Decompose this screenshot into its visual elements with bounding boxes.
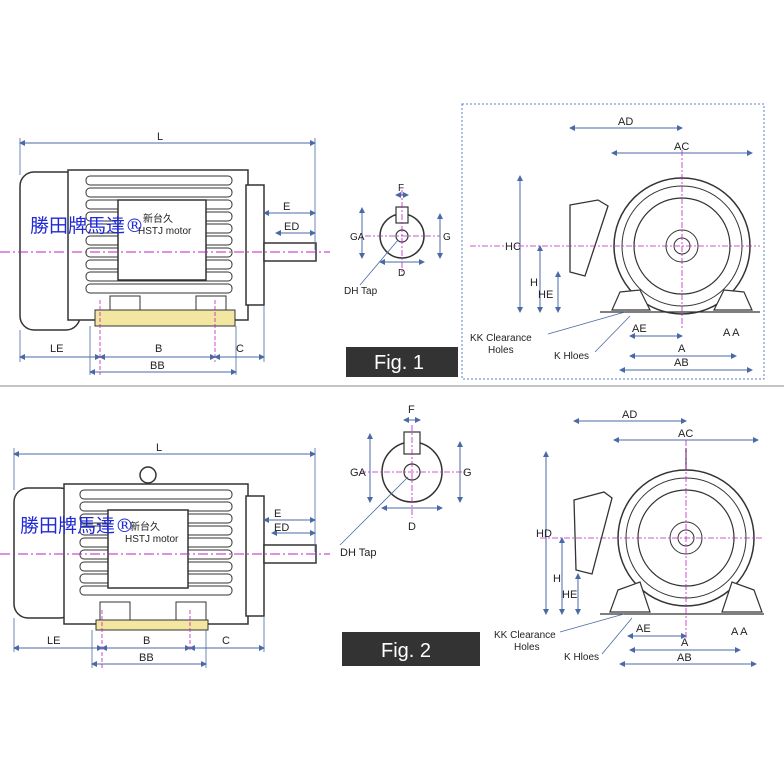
front-flange [245, 184, 265, 306]
callout-k-holes: K Hloes [554, 351, 589, 362]
terminal-box [573, 491, 613, 575]
dim-c: C [222, 635, 230, 647]
nameplate-line1: 新台久 [143, 212, 173, 225]
dim-le: LE [47, 635, 60, 647]
dim-a: A [681, 637, 689, 649]
dim-ed: ED [284, 221, 299, 233]
fig2-caption: Fig. 2 [381, 640, 431, 662]
dim-aa: A A [723, 327, 740, 339]
dim-f: F [408, 404, 415, 416]
terminal-box [569, 199, 609, 277]
dim-d: D [398, 268, 405, 279]
fig2-side-view: 新台久 HSTJ motor L E ED LE B [0, 442, 330, 668]
dim-e: E [283, 201, 290, 213]
fig2-caption-box [342, 632, 480, 666]
dim-ed: ED [274, 522, 289, 534]
fig1-end-view: AD AC HC H HE AE A A A AB KK Clearance H… [461, 103, 765, 380]
nameplate-line1: 新台久 [130, 520, 160, 533]
dim-g: G [463, 467, 472, 479]
dim-ac: AC [678, 428, 693, 440]
lifting-eye [139, 466, 157, 484]
dim-he: HE [562, 589, 577, 601]
callout-kk-line1: KK Clearance [494, 630, 556, 641]
dim-aa: A A [731, 626, 748, 638]
dim-ad: AD [618, 116, 633, 128]
dim-bb: BB [139, 652, 154, 664]
dim-ad: AD [622, 409, 637, 421]
callout-kk-line2: Holes [488, 345, 514, 356]
dim-hc: HC [505, 241, 521, 253]
nameplate-line2: HSTJ motor [138, 226, 192, 237]
dim-dh-tap: DH Tap [340, 547, 376, 559]
fig1-caption: Fig. 1 [374, 352, 424, 374]
dim-l: L [157, 131, 163, 143]
dim-a: A [678, 343, 686, 355]
figure-2: 新台久 HSTJ motor L E ED LE B [0, 404, 764, 668]
callout-kk-line1: KK Clearance [470, 333, 532, 344]
selection-frame [461, 103, 765, 380]
nameplate [117, 199, 207, 281]
dim-ab: AB [674, 357, 689, 369]
fig2-end-view: AD AC HD H HE AE A A A AB KK Clearance H… [494, 409, 764, 667]
callout-k-holes: K Hloes [564, 652, 599, 663]
dim-g: G [443, 232, 451, 243]
front-flange [245, 495, 265, 617]
dim-he: HE [538, 289, 553, 301]
dim-ae: AE [632, 323, 647, 335]
fig1-side-view: 新台久 HSTJ motor L E ED [0, 131, 330, 375]
dim-ga: GA [350, 232, 365, 243]
dim-h: H [553, 573, 561, 585]
dim-b: B [155, 343, 162, 355]
base-feet [95, 619, 209, 631]
dim-dh-tap: DH Tap [344, 286, 378, 297]
dim-b: B [143, 635, 150, 647]
dim-l: L [156, 442, 162, 454]
dim-h: H [530, 277, 538, 289]
dim-ga: GA [350, 467, 367, 479]
figure-1: 新台久 HSTJ motor L E ED [0, 103, 765, 380]
dim-le: LE [50, 343, 63, 355]
fig1-caption-box [346, 347, 458, 377]
dim-bb: BB [150, 360, 165, 372]
fig1-shaft-view: F GA G D DH Tap [344, 183, 451, 297]
brand-watermark: 勝田牌馬達® [20, 515, 134, 537]
dim-ac: AC [674, 141, 689, 153]
dim-ab: AB [677, 652, 692, 664]
brand-watermark: 勝田牌馬達® [30, 215, 144, 237]
callout-kk-line2: Holes [514, 642, 540, 653]
dim-ae: AE [636, 623, 651, 635]
dim-e: E [274, 508, 281, 520]
base-feet [94, 309, 236, 327]
dim-d: D [408, 521, 416, 533]
dim-c: C [236, 343, 244, 355]
nameplate-line2: HSTJ motor [125, 534, 179, 545]
dim-f: F [398, 183, 404, 194]
dim-hd: HD [536, 528, 552, 540]
nameplate [107, 509, 189, 589]
fig2-shaft-view: F GA G D DH Tap [339, 404, 472, 559]
